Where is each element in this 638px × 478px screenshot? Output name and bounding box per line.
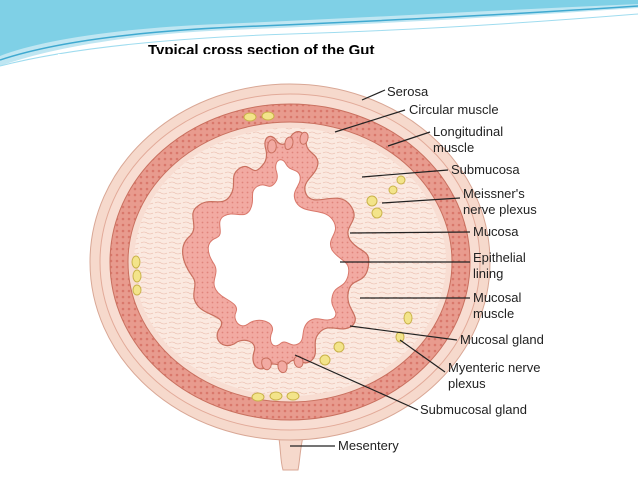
- label-epithelial-line1: Epithelial: [473, 250, 526, 265]
- label-mucosal-muscle-line2: muscle: [473, 306, 514, 321]
- label-serosa: Serosa: [387, 84, 429, 99]
- label-mucosa: Mucosa: [473, 224, 519, 239]
- header-swoosh: [0, 0, 638, 67]
- label-meissner-line1: Meissner's: [463, 186, 525, 201]
- label-longitudinal-muscle-line2: muscle: [433, 140, 474, 155]
- label-meissner-line2: nerve plexus: [463, 202, 537, 217]
- myenteric-nerve-nodes: [131, 111, 413, 402]
- label-submucosal-gland: Submucosal gland: [420, 402, 527, 417]
- label-mesentery: Mesentery: [338, 438, 399, 453]
- label-mucosal-gland: Mucosal gland: [460, 332, 544, 347]
- label-mucosal-muscle-line1: Mucosal: [473, 290, 522, 305]
- label-longitudinal-muscle-line1: Longitudinal: [433, 124, 503, 139]
- label-circular-muscle: Circular muscle: [409, 102, 499, 117]
- leader-lines: [290, 89, 471, 447]
- lumen: [207, 159, 350, 347]
- label-myenteric-line2: plexus: [448, 376, 486, 391]
- meissner-nerve-nodes: [319, 175, 406, 366]
- label-myenteric-line1: Myenteric nerve: [448, 360, 540, 375]
- mucosal-villi: [261, 131, 309, 374]
- label-submucosa: Submucosa: [451, 162, 520, 177]
- mesentery-stalk: [277, 431, 305, 471]
- label-epithelial-line2: lining: [473, 266, 503, 281]
